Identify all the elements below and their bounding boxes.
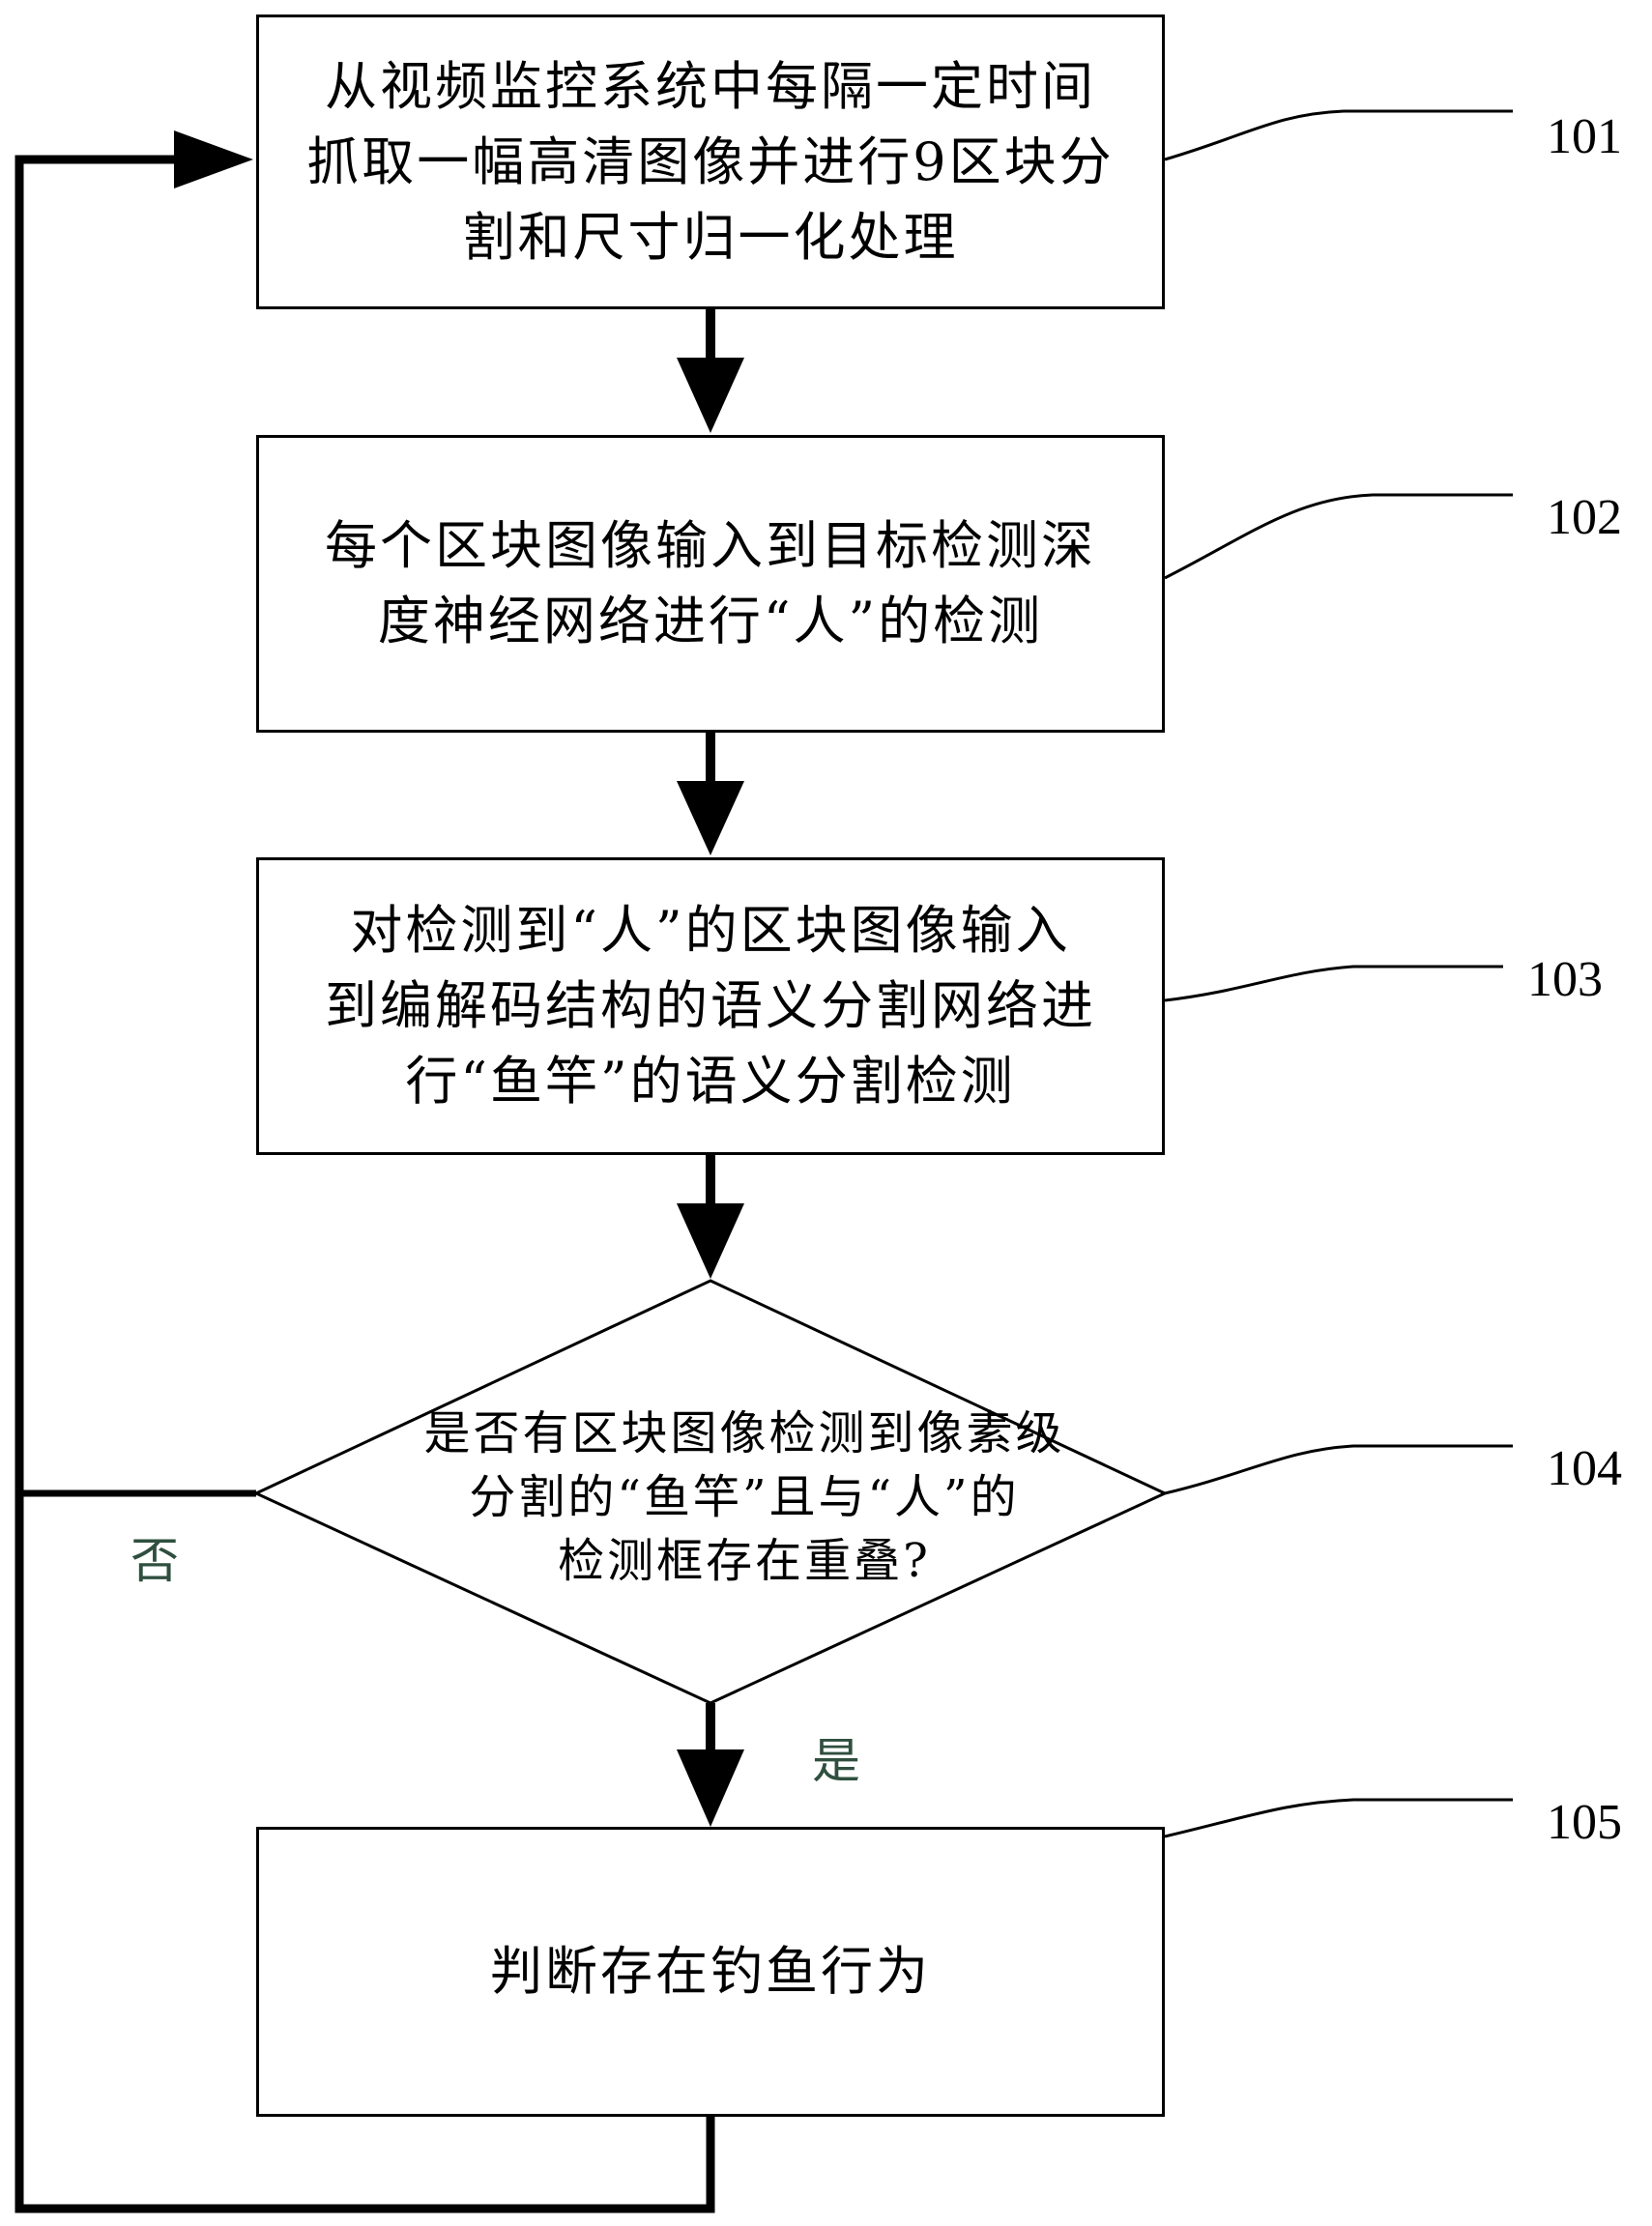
decision-text: 是否有区块图像检测到像素级 分割的“鱼竿”且与“人”的 检测框存在重叠? (319, 1402, 1170, 1593)
decision-line-2: 分割的“鱼竿”且与“人”的 (469, 1470, 1020, 1524)
arrow-102-to-103 (677, 733, 744, 855)
decision-line-3: 检测框存在重叠? (558, 1534, 931, 1588)
arrow-101-to-102 (677, 309, 744, 433)
ref-105: 105 (1547, 1795, 1622, 1850)
step-101-box: 从视频监控系统中每隔一定时间 抓取一幅高清图像并进行9区块分 割和尺寸归一化处理 (256, 14, 1165, 309)
arrow-104-to-105 (677, 1703, 744, 1827)
loop-back-line (14, 155, 715, 2213)
step-103-line-3: 行“鱼竿”的语义分割检测 (405, 1051, 1016, 1112)
step-105-box: 判断存在钓鱼行为 (256, 1827, 1165, 2117)
leader-105 (1164, 1798, 1513, 1838)
leader-102 (1164, 493, 1513, 580)
leader-101 (1164, 109, 1513, 161)
step-102-box: 每个区块图像输入到目标检测深 度神经网络进行“人”的检测 (256, 435, 1165, 733)
ref-101: 101 (1547, 109, 1622, 164)
leader-104 (1164, 1444, 1513, 1495)
decision-line-1: 是否有区块图像检测到像素级 (423, 1406, 1065, 1460)
leader-103 (1164, 965, 1503, 1002)
step-102-line-1: 每个区块图像输入到目标检测深 (325, 515, 1096, 576)
branch-yes-label: 是 (812, 1733, 860, 1789)
step-101-line-3: 割和尺寸归一化处理 (462, 206, 959, 268)
loop-back-arrowhead (174, 130, 253, 188)
ref-104: 104 (1547, 1441, 1622, 1496)
step-102-line-2: 度神经网络进行“人”的检测 (377, 591, 1044, 651)
step-101-line-1: 从视频监控系统中每隔一定时间 (325, 55, 1096, 117)
branch-no-label: 否 (130, 1533, 179, 1589)
step-103-line-2: 到编解码结构的语义分割网络进 (325, 975, 1096, 1036)
step-103-line-1: 对检测到“人”的区块图像输入 (350, 900, 1071, 961)
result-line-1: 判断存在钓鱼行为 (490, 1941, 931, 2002)
ref-103: 103 (1527, 952, 1603, 1007)
arrow-103-to-104 (677, 1155, 744, 1279)
ref-102: 102 (1547, 490, 1622, 545)
step-103-box: 对检测到“人”的区块图像输入 到编解码结构的语义分割网络进 行“鱼竿”的语义分割… (256, 857, 1165, 1155)
step-101-line-2: 抓取一幅高清图像并进行9区块分 (306, 130, 1115, 192)
